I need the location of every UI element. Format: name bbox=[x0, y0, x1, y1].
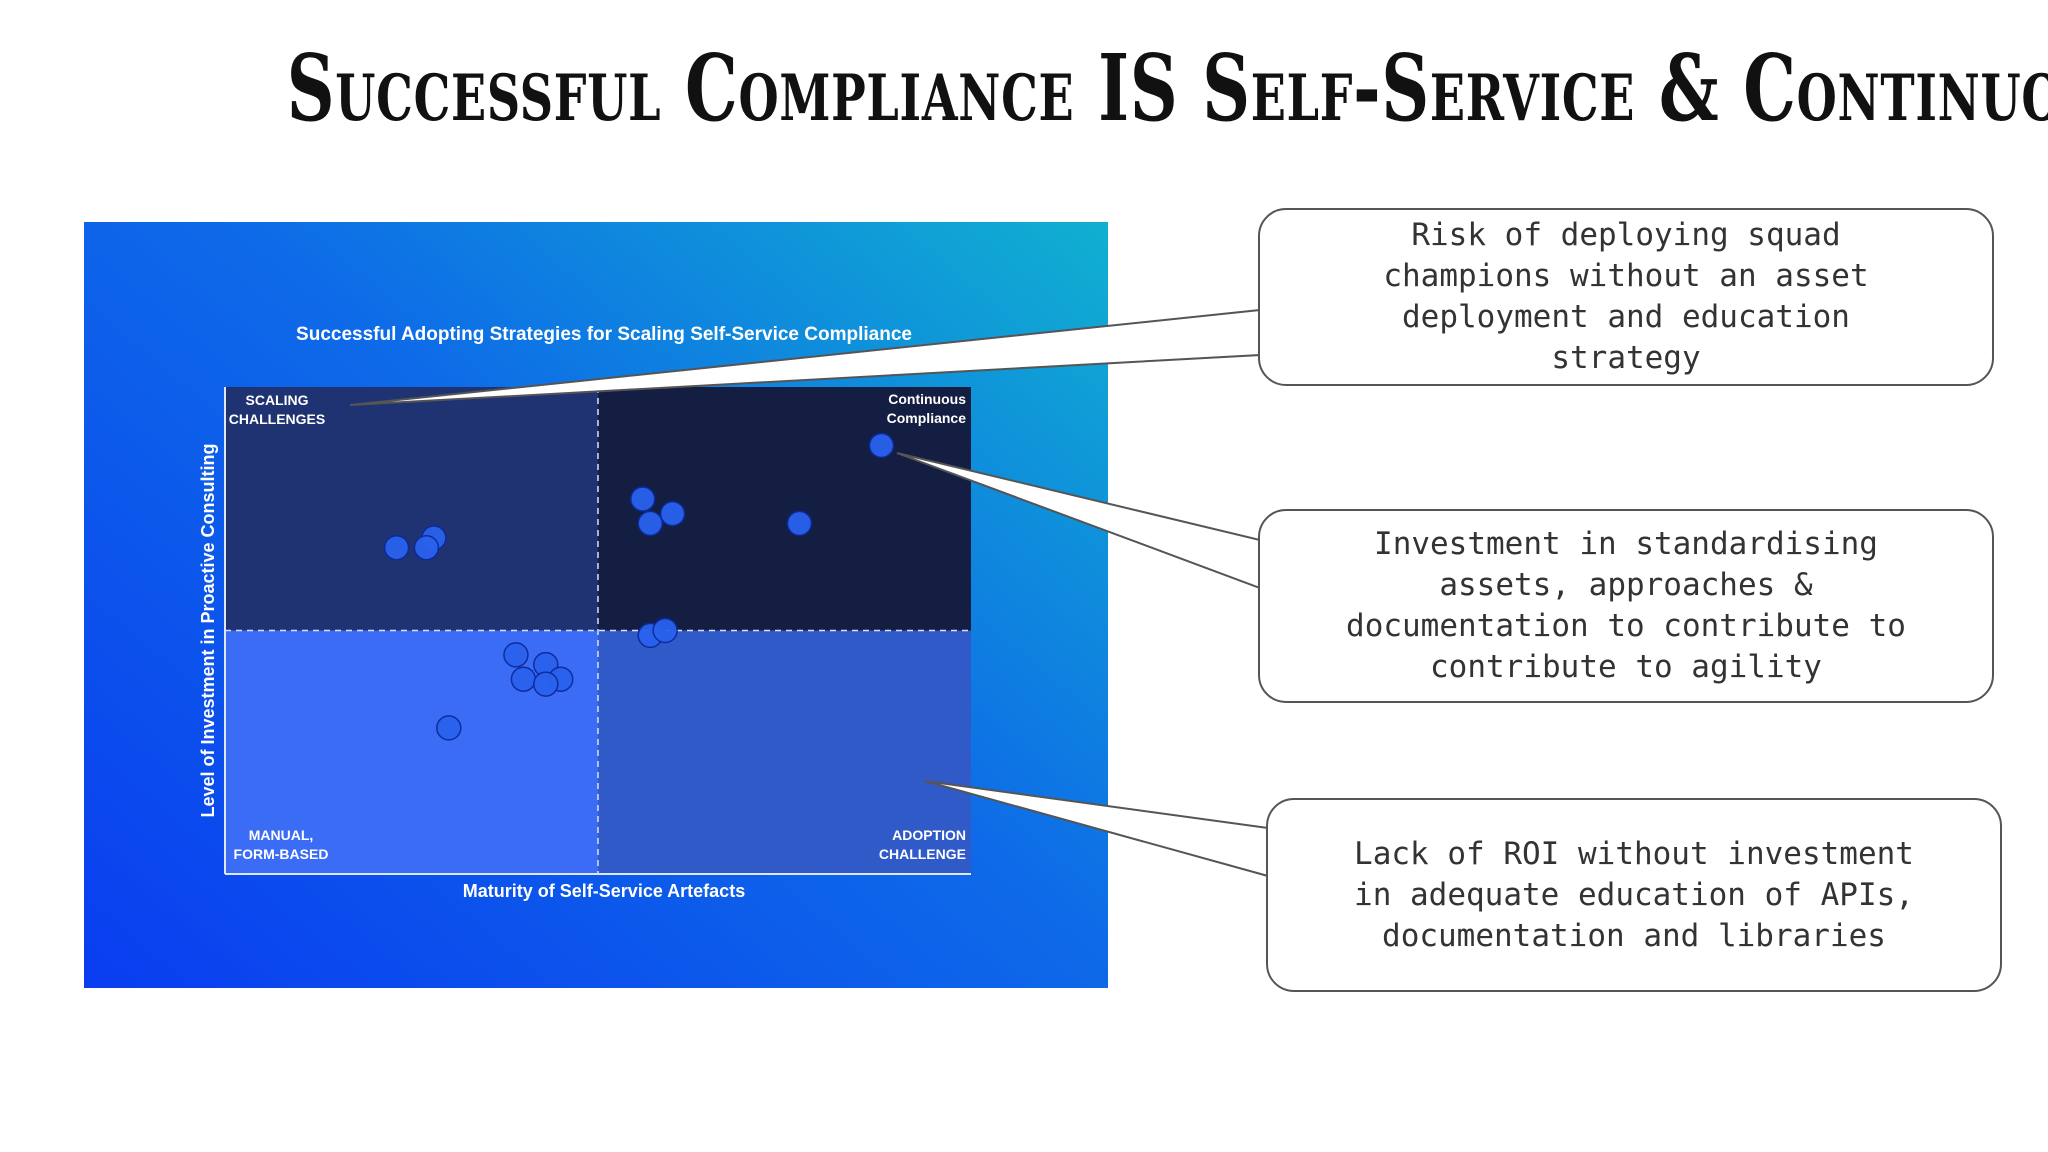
callout-line: deployment and education bbox=[1402, 299, 1850, 335]
quadrant-bottom-right bbox=[598, 630, 971, 874]
callout-line: Lack of ROI without investment bbox=[1354, 835, 1914, 872]
data-point bbox=[533, 671, 559, 697]
quadrant-top-left bbox=[225, 387, 598, 631]
chart-title: Successful Adopting Strategies for Scali… bbox=[296, 324, 912, 345]
quadrant-label-bottom-right: ADOPTION bbox=[892, 827, 966, 843]
quadrant-label-bottom-right: CHALLENGE bbox=[879, 846, 966, 862]
quadrant-label-bottom-left: FORM-BASED bbox=[234, 846, 329, 862]
data-point bbox=[436, 715, 462, 741]
data-point bbox=[652, 617, 678, 644]
callout-line: Investment in standardising bbox=[1374, 526, 1878, 562]
data-point bbox=[630, 486, 656, 512]
data-point bbox=[503, 642, 529, 668]
quadrant-chart: SCALING CHALLENGES ContinuousComplianceMAN… bbox=[198, 324, 971, 901]
slide-title: Successful Compliance IS Self-Service & … bbox=[286, 34, 2048, 142]
data-point bbox=[510, 666, 537, 692]
callout-line: contribute to agility bbox=[1430, 649, 1822, 685]
data-point bbox=[637, 510, 663, 537]
data-point bbox=[659, 500, 686, 527]
callout-line: strategy bbox=[1551, 340, 1701, 376]
callout-line: assets, approaches & bbox=[1439, 567, 1813, 603]
y-axis-label: Level of Investment in Proactive Consult… bbox=[198, 443, 218, 817]
callout-line: documentation and libraries bbox=[1382, 917, 1886, 954]
callout-lack-of-roi: Lack of ROI without investment in adequa… bbox=[1266, 798, 2002, 992]
quadrant-label-top-left: SCALING bbox=[246, 392, 309, 408]
data-point bbox=[413, 534, 440, 561]
quadrant-label-bottom-left: MANUAL, bbox=[249, 827, 314, 843]
callout-risk-squad-champions: Risk of deploying squad champions withou… bbox=[1258, 208, 1994, 386]
x-axis-label: Maturity of Self-Service Artefacts bbox=[463, 881, 745, 901]
data-point bbox=[786, 510, 813, 537]
quadrant-label-top-right: Compliance bbox=[887, 410, 967, 426]
callout-line: documentation to contribute to bbox=[1346, 608, 1906, 644]
callout-investment-standardising: Investment in standardising assets, appr… bbox=[1258, 509, 1994, 703]
callout-line: in adequate education of APIs, bbox=[1354, 876, 1914, 913]
quadrant-label-top-right: Continuous bbox=[888, 391, 966, 407]
callout-line: Risk of deploying squad bbox=[1411, 217, 1841, 253]
data-point bbox=[868, 432, 895, 459]
callout-line: champions without an asset bbox=[1383, 258, 1869, 294]
quadrant-label-top-left: CHALLENGES bbox=[229, 411, 325, 427]
data-point bbox=[383, 534, 410, 561]
